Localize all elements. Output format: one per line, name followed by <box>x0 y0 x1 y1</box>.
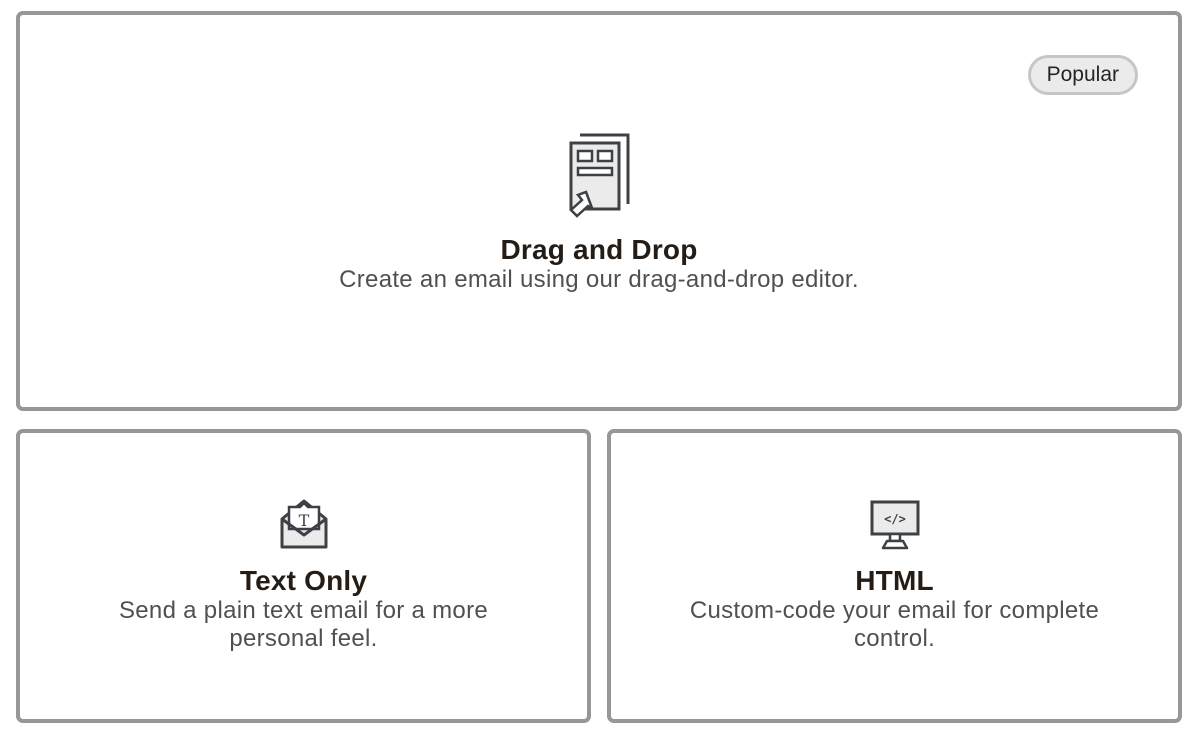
option-card-html[interactable]: </> HTML Custom-code your email for comp… <box>607 429 1182 723</box>
svg-text:T: T <box>298 511 309 530</box>
popular-badge: Popular <box>1027 55 1138 95</box>
option-description: Custom-code your email for complete cont… <box>689 597 1100 652</box>
drag-drop-editor-icon <box>569 133 630 218</box>
option-card-drag-and-drop[interactable]: Popular Drag and Drop Create an email us… <box>16 11 1182 411</box>
envelope-text-icon: T <box>280 499 327 549</box>
monitor-code-icon: </> <box>870 500 919 550</box>
svg-text:</>: </> <box>884 512 906 526</box>
option-title: HTML <box>855 565 934 596</box>
option-description: Create an email using our drag-and-drop … <box>339 266 859 293</box>
option-description: Send a plain text email for a more perso… <box>118 597 489 652</box>
option-card-text-only[interactable]: T Text Only Send a plain text email for … <box>16 429 591 723</box>
option-title: Drag and Drop <box>500 234 698 265</box>
option-title: Text Only <box>239 565 368 596</box>
